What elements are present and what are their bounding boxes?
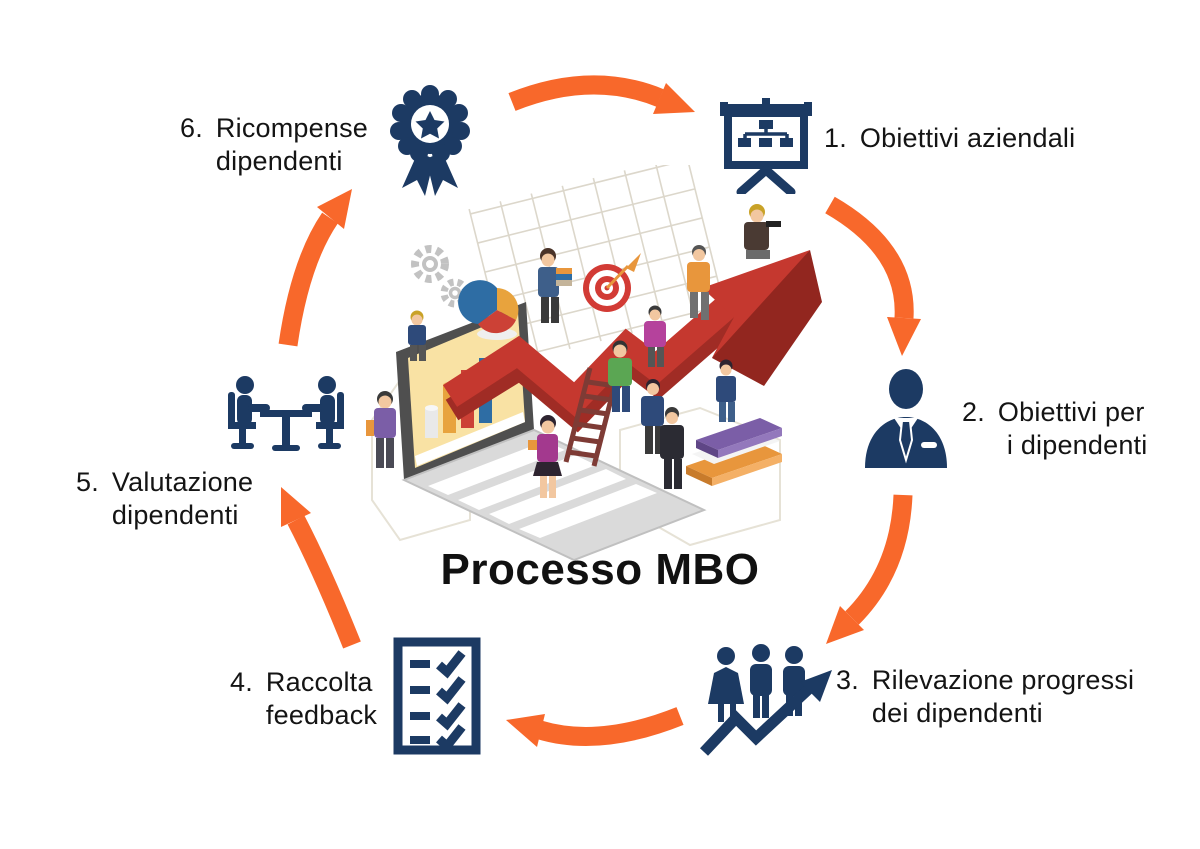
checklist-icon <box>392 636 482 756</box>
step-number: 3. <box>836 665 859 695</box>
team-progress-icon <box>698 642 840 760</box>
step-text-line1: Valutazione <box>111 467 254 497</box>
step-text-line2: feedback <box>265 700 378 730</box>
step-number: 4. <box>230 667 253 697</box>
step-text-line1: Rilevazione progressi <box>871 665 1135 695</box>
flow-arrow-4-to-5 <box>281 487 361 649</box>
award-icon <box>388 84 472 200</box>
flow-arrow-2-to-3 <box>826 494 913 644</box>
people-figures <box>366 204 781 498</box>
step-6-label: 6. Ricompense dipendenti <box>180 112 368 178</box>
step-3-label: 3. Rilevazione progressi dei dipendenti <box>836 664 1134 730</box>
step-1-label: 1. Obiettivi aziendali <box>824 122 1075 155</box>
step-text-line2: dipendenti <box>111 500 239 530</box>
step-4-label: 4. Raccolta feedback <box>230 666 377 732</box>
step-2-label: 2. Obiettivi per i dipendenti <box>962 396 1147 462</box>
step-number: 6. <box>180 113 203 143</box>
step-number: 5. <box>76 467 99 497</box>
diagram-title: Processo MBO <box>440 545 760 594</box>
step-number: 2. <box>962 397 985 427</box>
meeting-icon <box>224 374 348 468</box>
step-text-line1: Ricompense <box>215 113 368 143</box>
step-text-line2: i dipendenti <box>1006 430 1148 460</box>
step-5-label: 5. Valutazione dipendenti <box>76 466 253 532</box>
step-text-line1: Obiettivi aziendali <box>859 123 1076 153</box>
step-text-line1: Obiettivi per <box>997 397 1145 427</box>
manager-icon <box>858 368 954 468</box>
step-number: 1. <box>824 123 847 153</box>
books-stack <box>686 418 782 486</box>
center-illustration <box>366 165 822 562</box>
presentation-board-icon <box>714 98 818 194</box>
flow-arrow-3-to-4 <box>506 707 684 747</box>
flow-arrow-5-to-6 <box>278 189 352 347</box>
flow-arrow-1-to-2 <box>825 196 921 356</box>
step-text-line2: dei dipendenti <box>871 698 1043 728</box>
target-icon <box>583 253 641 312</box>
step-text-line2: dipendenti <box>215 146 343 176</box>
flow-arrow-6-to-1 <box>508 75 695 114</box>
step-text-line1: Raccolta <box>265 667 373 697</box>
